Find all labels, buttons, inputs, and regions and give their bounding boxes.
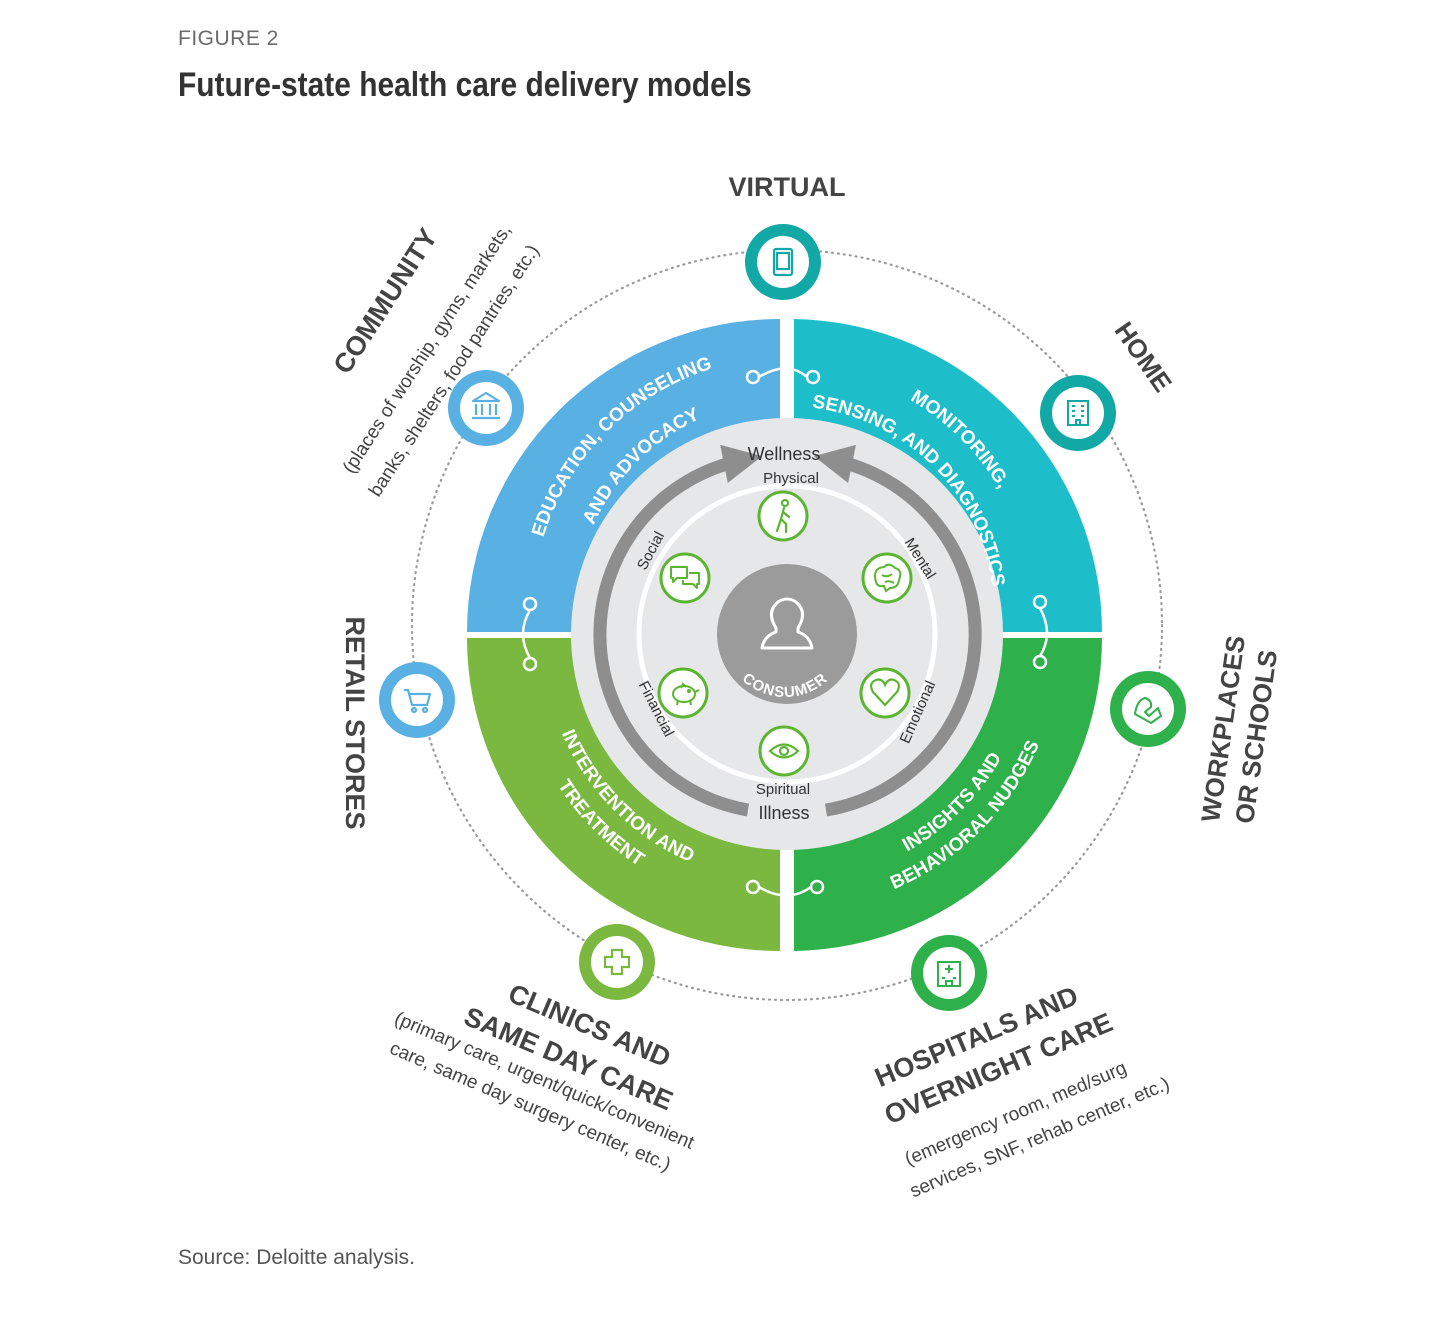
tablet-icon	[772, 247, 794, 277]
illness-label: Illness	[758, 803, 809, 823]
wellness-label: Wellness	[748, 444, 821, 464]
quadrant-insights	[794, 638, 1102, 951]
consumer-circle	[717, 564, 857, 704]
piggy-bank-icon	[672, 682, 700, 706]
svg-text:RETAIL STORES: RETAIL STORES	[340, 616, 370, 829]
svg-text:Spiritual: Spiritual	[756, 781, 810, 798]
setting-virtual: VIRTUAL	[729, 172, 846, 300]
bank-icon	[471, 391, 501, 420]
dimension-spiritual: Spiritual	[756, 725, 810, 798]
outer-orbit	[410, 248, 1164, 1002]
setting-clinics: CLINICS AND SAME DAY CARE (primary care,…	[387, 924, 698, 1176]
dimension-physical: Physical	[757, 470, 819, 542]
quadrant-connectors	[521, 367, 1049, 897]
quadrant-intervention	[467, 638, 780, 951]
figure-label: FIGURE 2	[178, 27, 279, 50]
hospital-icon	[937, 961, 961, 987]
setting-home: HOME	[1040, 316, 1178, 451]
setting-retail: RETAIL STORES	[340, 616, 455, 830]
brain-icon	[874, 563, 902, 593]
medical-cross-icon	[603, 948, 631, 976]
quadrant-monitoring	[794, 319, 1102, 632]
chat-bubbles-icon	[670, 566, 700, 589]
setting-community: COMMUNITY (places of worship, gyms, mark…	[328, 221, 544, 501]
quadrant-education	[467, 319, 780, 632]
person-outline-icon	[760, 597, 814, 650]
wellness-illness-arcs	[593, 444, 982, 817]
setting-workplaces: WORKPLACES OR SCHOOLS	[1110, 634, 1283, 825]
heart-icon	[869, 678, 901, 707]
figure-title: Future-state health care delivery models	[178, 66, 752, 104]
handshake-icon	[1134, 697, 1162, 724]
eye-icon	[768, 743, 800, 759]
building-icon	[1067, 400, 1089, 426]
walking-person-icon	[775, 498, 791, 534]
svg-text:VIRTUAL: VIRTUAL	[729, 172, 846, 202]
quadrant-ring	[467, 319, 1102, 951]
setting-hospitals: HOSPITALS AND OVERNIGHT CARE (emergency …	[871, 935, 1173, 1202]
shopping-cart-icon	[404, 688, 432, 714]
dimensions-ring	[636, 483, 938, 785]
svg-text:Physical: Physical	[763, 470, 819, 487]
source-note: Source: Deloitte analysis.	[178, 1246, 415, 1269]
svg-text:HOME: HOME	[1109, 316, 1178, 397]
